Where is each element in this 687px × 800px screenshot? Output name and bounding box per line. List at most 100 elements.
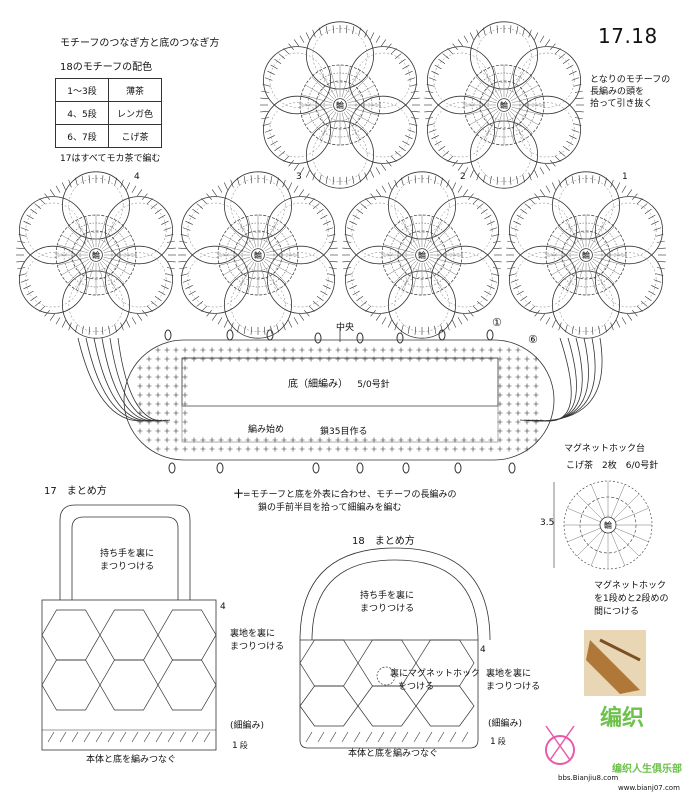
chain-label: 鎖35目作る <box>320 427 368 437</box>
rim-stitch <box>551 320 556 328</box>
handle-outer <box>59 504 191 600</box>
magnet-spoke <box>590 484 606 518</box>
rim-stitch <box>299 167 305 175</box>
rim-stitch <box>114 324 117 333</box>
join-arrow <box>109 337 167 422</box>
rim-stitch <box>55 317 61 325</box>
magnet-mark <box>376 666 396 686</box>
cross-stitch <box>479 437 485 443</box>
rim-stitch <box>483 27 486 36</box>
row-number: 1 <box>232 741 238 751</box>
cross-stitch <box>515 392 521 398</box>
petal-stitches <box>273 202 329 258</box>
stitch-spoke <box>263 260 287 284</box>
cross-stitch <box>515 347 521 353</box>
rim-stitch <box>223 320 228 328</box>
rim-stitch <box>410 90 419 93</box>
rim-stitch <box>178 247 187 250</box>
rim-stitch <box>483 174 486 183</box>
rim-stitch <box>161 220 169 225</box>
rim-stitch <box>342 247 351 250</box>
cross-stitch <box>461 437 467 443</box>
rim-stitch <box>61 320 66 328</box>
cross-stitch <box>164 401 170 407</box>
petal-outline <box>348 46 417 115</box>
petal-stitches <box>519 102 575 158</box>
rim-stitch <box>574 117 583 120</box>
cross-stitch <box>281 437 287 443</box>
cross-stitch <box>209 437 215 443</box>
stitch-spoke <box>425 261 443 290</box>
rim-stitch <box>217 185 223 193</box>
rim-stitch <box>472 305 479 312</box>
rim-stitch <box>405 70 413 75</box>
rim-stitch <box>480 296 488 302</box>
cross-stitch <box>524 374 530 380</box>
rim-stitch <box>489 279 498 283</box>
stitch-spoke <box>493 66 503 98</box>
rim-stitch <box>262 84 271 87</box>
stitch-spoke <box>505 112 515 144</box>
cross-stitch <box>452 446 458 452</box>
rim-stitch <box>386 43 392 51</box>
petal-stitches <box>437 202 493 258</box>
cross-stitch <box>272 437 278 443</box>
cross-stitch <box>488 356 494 362</box>
rim-stitch <box>34 301 42 307</box>
cross-stitch <box>227 356 233 362</box>
rim-stitch <box>496 176 499 185</box>
join-arrow <box>527 337 589 422</box>
rim-stitch <box>163 279 172 283</box>
rim-stitch <box>327 234 336 237</box>
magnet-note: マグネットホック を1段めと2段めの 間につける <box>594 580 668 619</box>
rim-stitch <box>344 234 353 237</box>
join-loop <box>266 329 274 341</box>
stitch-spoke <box>429 256 461 266</box>
cross-stitch <box>515 446 521 452</box>
rim-stitch <box>472 198 479 205</box>
rim-stitch <box>440 177 443 186</box>
cross-stitch <box>461 347 467 353</box>
cross-stitch <box>497 410 503 416</box>
rim-stitch <box>520 208 528 214</box>
cross-stitch <box>353 347 359 353</box>
rim-stitch <box>319 27 322 36</box>
rim-stitch <box>539 167 545 175</box>
petal-outline <box>19 196 88 265</box>
petal-stitches <box>111 252 167 308</box>
cross-stitch <box>272 356 278 362</box>
rim-stitch <box>188 290 196 296</box>
magnet-spoke <box>615 507 649 523</box>
cross-stitch <box>506 392 512 398</box>
magnet-spoke <box>576 530 603 557</box>
rim-stitch <box>343 267 352 270</box>
stitch-spoke <box>587 262 597 294</box>
petal-stitches <box>601 252 657 308</box>
rim-stitch <box>23 285 31 290</box>
rim-stitch <box>278 53 286 59</box>
rim-stitch <box>571 129 580 133</box>
rim-stitch <box>425 90 434 93</box>
rim-stitch <box>627 313 633 321</box>
flower-motif: 輪 <box>506 171 666 339</box>
rim-stitch <box>201 198 208 205</box>
rim-stitch <box>349 220 357 225</box>
stitch-spoke <box>247 262 257 294</box>
rim-stitch <box>312 29 316 38</box>
stitch-spoke <box>509 76 533 100</box>
stitch-spoke <box>393 226 417 250</box>
cross-stitch <box>227 437 233 443</box>
rim-stitch <box>489 175 492 184</box>
petal-stitches <box>351 202 407 258</box>
rim-stitch <box>411 110 420 113</box>
rim-stitch <box>370 170 375 178</box>
cross-stitch <box>254 356 260 362</box>
cross-stitch <box>245 356 251 362</box>
cross-stitch <box>461 356 467 362</box>
hex-motif <box>415 685 475 727</box>
bag17-row-4: 4 <box>220 602 226 612</box>
cross-stitch <box>164 383 170 389</box>
rim-stitch <box>75 324 78 333</box>
join-loop <box>164 329 172 341</box>
